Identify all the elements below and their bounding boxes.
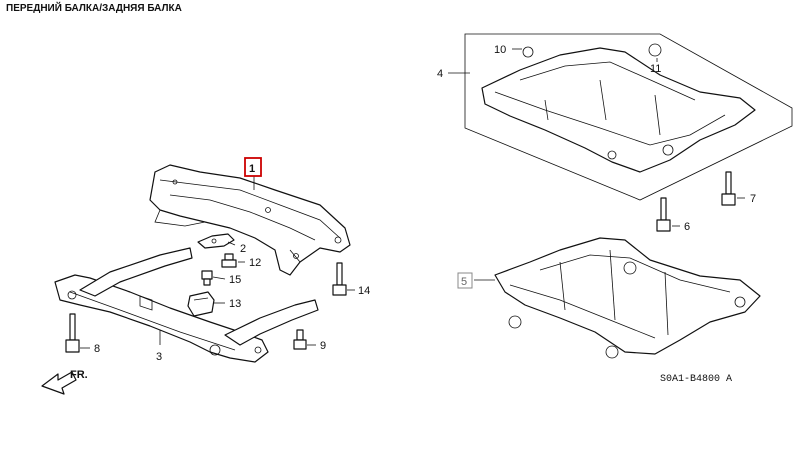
diagram-title: ПЕРЕДНИЙ БАЛКА/ЗАДНЯЯ БАЛКА xyxy=(6,3,182,14)
leader-lines xyxy=(80,48,745,349)
callout-3[interactable]: 3 xyxy=(156,351,162,363)
bolt-part-14[interactable] xyxy=(332,262,347,296)
callout-6[interactable]: 6 xyxy=(684,221,690,233)
diagram-part-code: S0A1-B4800 A xyxy=(660,374,732,385)
bolt-part-15[interactable] xyxy=(201,270,213,286)
callout-9[interactable]: 9 xyxy=(320,340,326,352)
rear-subframe-box[interactable] xyxy=(464,33,793,201)
bolt-part-6[interactable] xyxy=(656,197,671,232)
callout-4[interactable]: 4 xyxy=(437,68,443,80)
callout-15[interactable]: 15 xyxy=(229,274,241,286)
callout-11[interactable]: 11 xyxy=(650,63,661,75)
callout-1-highlight-box xyxy=(244,157,262,177)
front-lower-beam-part[interactable] xyxy=(54,247,319,363)
callout-1[interactable]: 1 xyxy=(249,163,255,175)
front-beam-part[interactable] xyxy=(149,164,351,276)
rear-subframe-part[interactable] xyxy=(494,237,761,359)
bolt-part-12[interactable] xyxy=(221,253,237,268)
callout-13[interactable]: 13 xyxy=(229,298,241,310)
bolt-part-7[interactable] xyxy=(721,171,736,206)
bushing-part-13[interactable] xyxy=(187,291,215,317)
callout-5[interactable]: 5 xyxy=(461,276,467,288)
front-direction-arrow-icon: FR. xyxy=(41,369,88,395)
bolt-part-9[interactable] xyxy=(293,329,307,350)
callout-8[interactable]: 8 xyxy=(94,343,100,355)
callout-5-box xyxy=(457,272,473,289)
bolt-part-8[interactable] xyxy=(65,313,80,353)
bracket-part-2[interactable] xyxy=(197,233,235,249)
callout-14[interactable]: 14 xyxy=(358,285,370,297)
callout-12[interactable]: 12 xyxy=(249,257,261,269)
callout-7[interactable]: 7 xyxy=(750,193,756,205)
callout-2[interactable]: 2 xyxy=(240,243,246,255)
callout-10[interactable]: 10 xyxy=(494,44,506,56)
direction-label: FR. xyxy=(70,369,88,381)
